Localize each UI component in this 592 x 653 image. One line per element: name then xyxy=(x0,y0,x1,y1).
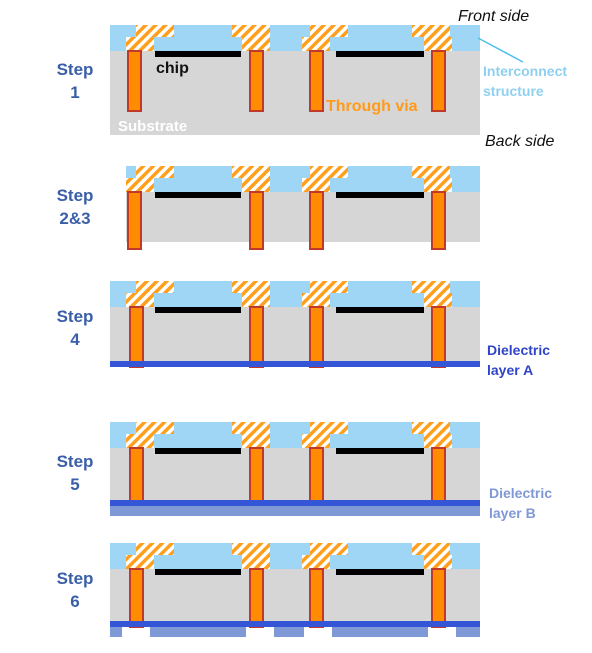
step-4-label-line1: Step xyxy=(57,307,94,326)
chip-block-left xyxy=(155,307,241,313)
step-5-label-line2: 5 xyxy=(70,475,79,494)
chip-block-left xyxy=(155,51,241,57)
through-vias xyxy=(129,568,446,628)
chip-block-left xyxy=(155,448,241,454)
annotations: Front side Back side Interconnect struct… xyxy=(118,8,567,521)
step-6-label-line2: 6 xyxy=(70,592,79,611)
dielectric-layer-b xyxy=(110,506,480,516)
interconnect-pointer-line xyxy=(477,37,524,63)
through-vias xyxy=(127,191,446,250)
interconnect-hatch-pads xyxy=(126,281,452,307)
chip-block-left xyxy=(155,569,241,575)
back-side-label: Back side xyxy=(485,133,554,150)
step-labels: Step 1 Step 2&3 Step 4 Step 5 Step 6 xyxy=(57,60,94,611)
dielectric-a-label-line1: Dielectric xyxy=(487,342,550,358)
chip-block-right xyxy=(336,569,424,575)
through-via-label: Through via xyxy=(326,98,418,115)
through-vias xyxy=(129,306,446,368)
interconnect-hatch-pads xyxy=(126,25,452,51)
panel-step-5 xyxy=(110,422,480,516)
interconnect-hatch-pads xyxy=(126,166,452,192)
through-vias xyxy=(127,50,446,112)
chip-block-right xyxy=(336,307,424,313)
step-2-3-label-line2: 2&3 xyxy=(59,209,90,228)
interconnect-hatch-pads xyxy=(126,543,452,569)
dielectric-b-label-line2: layer B xyxy=(489,505,536,521)
chip-block-right xyxy=(336,51,424,57)
chip-label: chip xyxy=(156,60,189,77)
dielectric-a-label-line2: layer A xyxy=(487,362,533,378)
step-1-label-line1: Step xyxy=(57,60,94,79)
interconnect-label-line2: structure xyxy=(483,83,544,99)
panel-step-1 xyxy=(110,25,524,135)
panel-step-2-3 xyxy=(126,166,480,250)
interconnect-hatch-pads xyxy=(126,422,452,448)
patterned-dielectric-layer-b xyxy=(110,627,480,637)
chip-block-right xyxy=(336,448,424,454)
panel-step-6 xyxy=(110,543,480,637)
dielectric-layer-a xyxy=(110,621,480,627)
step-2-3-label-line1: Step xyxy=(57,186,94,205)
through-vias xyxy=(129,447,446,507)
interconnect-label-line1: Interconnect xyxy=(483,63,567,79)
step-4-label-line2: 4 xyxy=(70,330,80,349)
panel-step-4 xyxy=(110,281,480,368)
step-5-label-line1: Step xyxy=(57,452,94,471)
dielectric-layer-a xyxy=(110,500,480,506)
chip-block-right xyxy=(336,192,424,198)
dielectric-layer-a xyxy=(110,361,480,367)
chip-block-left xyxy=(155,192,241,198)
substrate-label: Substrate xyxy=(118,118,187,135)
front-side-label: Front side xyxy=(458,8,529,25)
step-1-label-line2: 1 xyxy=(70,83,79,102)
dielectric-b-label-line1: Dielectric xyxy=(489,485,552,501)
step-6-label-line1: Step xyxy=(57,569,94,588)
